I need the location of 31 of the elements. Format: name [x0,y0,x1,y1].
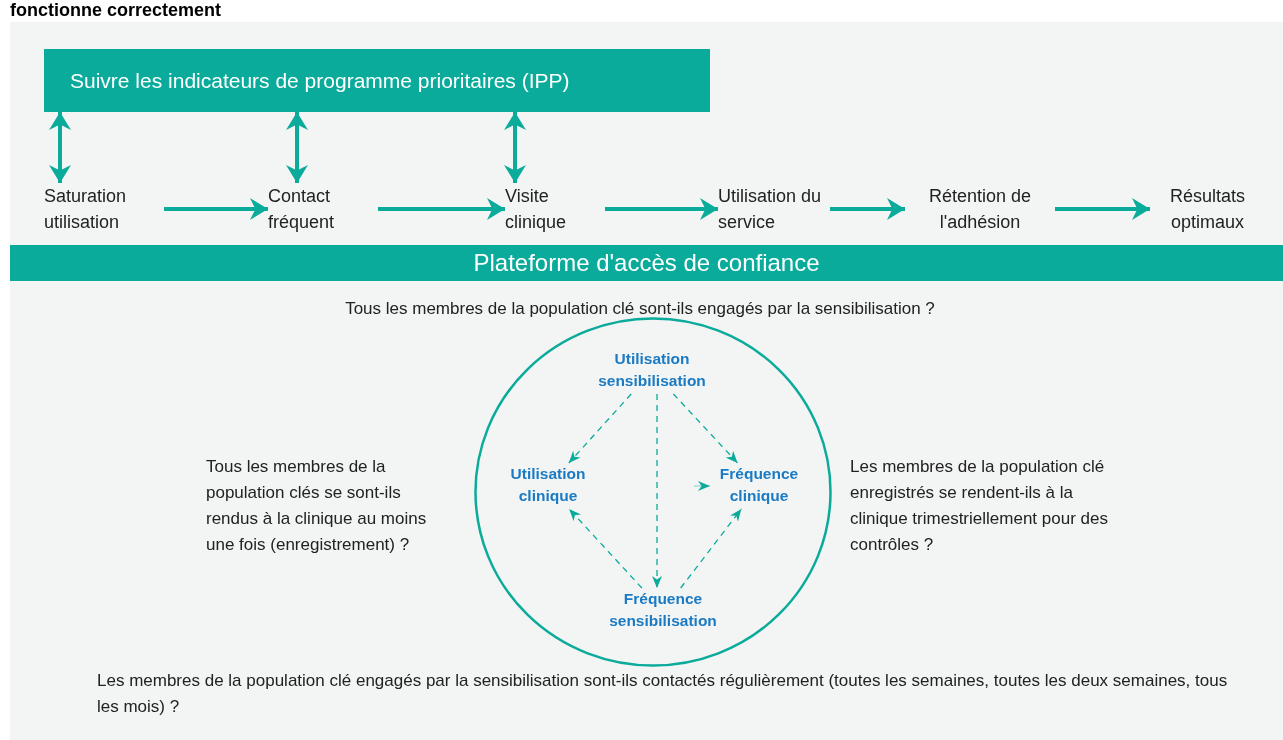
circle-outline [474,317,832,667]
arrow [164,198,268,220]
arrow [378,198,505,220]
step-label: Résultats optimaux [1150,183,1265,235]
stage-label: Utilisation sensibilisation [588,348,716,394]
section-banner: Plateforme d'accès de confiance [10,245,1283,281]
arrow [1055,198,1150,220]
step-label: Visite clinique [505,183,605,235]
dashed-arrow [652,393,662,589]
stage-label: Fréquence clinique [710,463,808,509]
double-arrow [49,112,71,183]
stage-label: Utilisation clinique [500,463,596,509]
dashed-arrow [568,393,632,464]
double-arrow [286,112,308,183]
question-text: Les membres de la population clé engagés par la sensibilisation sont-ils contactés régulièrement (toutes les semaines, toutes les deux semaines, tous les mois) ? [97,670,1229,718]
dashed-arrow [680,508,742,589]
step-label: Utilisation du service [718,183,830,235]
heading: fonctionne correctement [10,0,222,21]
stage-label: Fréquence sensibilisation [598,588,728,634]
arrow [605,198,718,220]
double-arrow [504,112,526,183]
step-label: Saturation utilisation [44,183,164,235]
dashed-arrow [672,393,739,464]
step-label: Contact fréquent [268,183,378,235]
question-text: Tous les membres de la population clé sont-ils engagés par la sensibilisation ? [344,298,936,320]
question-text: Les membres de la population clé enregistrés se rendent-ils à la clinique trimestriellement pour des contrôles ? [850,456,1109,556]
question-text: Tous les membres de la population clés se sont-ils rendus à la clinique au moins une fois (enregistrement) ? [206,456,428,556]
indicator-banner: Suivre les indicateurs de programme prioritaires (IPP) [44,49,710,112]
dashed-arrow [568,508,643,589]
step-label: Rétention de l'adhésion [905,183,1055,235]
arrow [830,198,905,220]
